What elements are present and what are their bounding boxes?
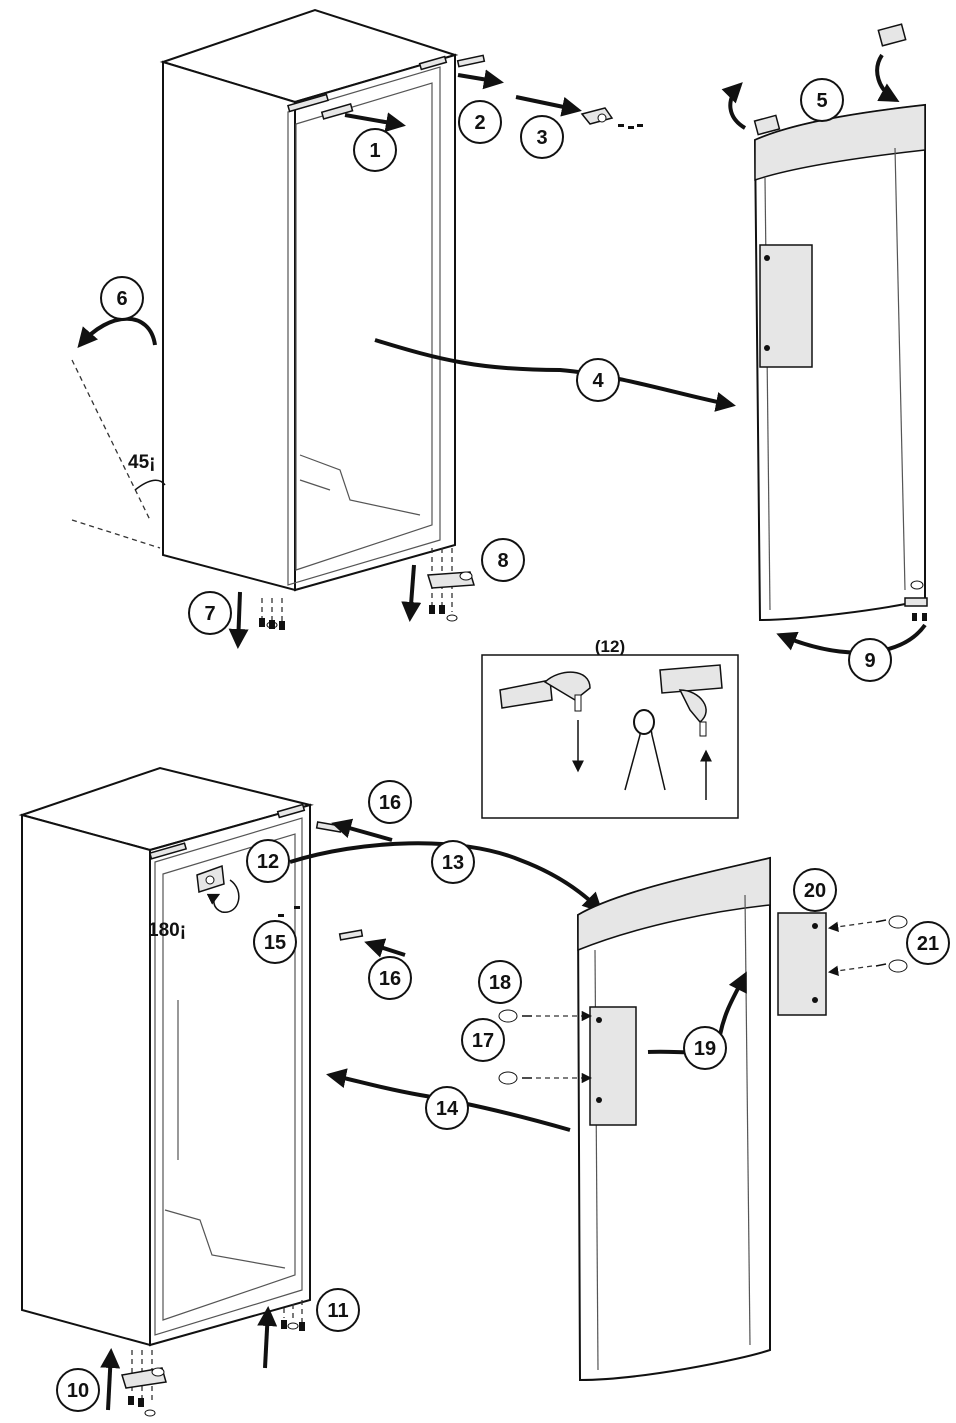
step-9-label: 9 xyxy=(864,650,875,672)
step-17-marker xyxy=(461,1018,505,1062)
step-5-marker xyxy=(800,78,844,122)
step-12-label: 12 xyxy=(257,851,279,873)
step-19-marker xyxy=(683,1026,727,1070)
rotate-arrow xyxy=(206,879,240,913)
step-11-arrow xyxy=(257,1306,278,1369)
top-door xyxy=(753,103,928,622)
step-4-label: 4 xyxy=(592,370,604,392)
step-6-label: 6 xyxy=(116,288,127,310)
step-7-label: 7 xyxy=(204,603,215,625)
step-3-marker xyxy=(520,115,564,159)
tilt-angle-label: 45¡ xyxy=(128,452,155,473)
step-5-arrow-left xyxy=(721,82,747,130)
step-16-mid-marker xyxy=(368,956,412,1000)
door-handle xyxy=(777,912,827,1016)
step-2-arrow xyxy=(457,69,504,90)
step-14-marker xyxy=(425,1086,469,1130)
step-13-label: 13 xyxy=(442,852,464,874)
step-11-label: 11 xyxy=(327,1300,348,1322)
step-15-label: 15 xyxy=(264,932,286,954)
hinge-before xyxy=(499,671,591,773)
step-20-marker xyxy=(793,868,837,912)
bottom-door xyxy=(576,856,771,1382)
step-21-marker xyxy=(906,921,950,965)
step-8-marker xyxy=(481,538,525,582)
relocated-hinge xyxy=(196,864,225,893)
step-16-top-label: 16 xyxy=(379,792,401,814)
pliers-icon xyxy=(624,709,666,791)
bottom-hinge-part xyxy=(427,548,475,622)
step-12-inset-label: (12) xyxy=(595,637,625,656)
step-8-label: 8 xyxy=(497,550,508,572)
step-2-marker xyxy=(458,100,502,144)
step-11-marker xyxy=(316,1288,360,1332)
step-1-arrow xyxy=(344,112,406,133)
step-8-arrow xyxy=(401,564,422,622)
step-13-marker xyxy=(431,840,475,884)
hinge-after xyxy=(659,664,723,800)
step-15-marker xyxy=(253,920,297,964)
bottom-left-screws xyxy=(259,598,285,630)
rotate-angle-label: 180¡ xyxy=(148,920,186,941)
step-9-marker xyxy=(848,638,892,682)
step-17-label: 17 xyxy=(472,1030,494,1052)
step-1-marker xyxy=(353,128,397,172)
step-12-marker xyxy=(246,839,290,883)
step-10-marker xyxy=(56,1368,100,1412)
step-16-top-marker xyxy=(368,780,412,824)
step-18-label: 18 xyxy=(489,972,511,994)
step-2-label: 2 xyxy=(474,112,485,134)
handle-screws xyxy=(498,1009,593,1085)
bottom-right-screws xyxy=(281,1300,305,1331)
step-10-arrow xyxy=(100,1348,121,1411)
step-3-arrow xyxy=(515,95,582,117)
step-6-marker xyxy=(100,276,144,320)
top-cabinet xyxy=(159,8,459,592)
bottom-left-hinge-parts xyxy=(121,1350,167,1417)
step-4-marker xyxy=(576,358,620,402)
step-14-arrow xyxy=(326,1068,571,1132)
step-21-label: 21 xyxy=(917,933,939,955)
handle-caps xyxy=(827,915,908,976)
step-4-arrow xyxy=(374,338,736,412)
step-5-label: 5 xyxy=(816,90,827,112)
step-6-arrow xyxy=(77,316,157,349)
step-13-arrow xyxy=(289,841,603,913)
step-16-mid-label: 16 xyxy=(379,968,401,990)
step-5-arrow-right xyxy=(875,53,900,102)
step-14-label: 14 xyxy=(436,1098,459,1120)
step-20-label: 20 xyxy=(804,880,826,902)
step-3-label: 3 xyxy=(536,127,547,149)
step-19-label: 19 xyxy=(694,1038,716,1060)
step-18-marker xyxy=(478,960,522,1004)
step-16-mid-arrow xyxy=(364,938,406,958)
step-1-label: 1 xyxy=(369,140,380,162)
step-10-label: 10 xyxy=(67,1380,89,1402)
step-16-top-arrow xyxy=(331,818,393,842)
step-7-arrow xyxy=(228,591,249,649)
step-7-marker xyxy=(188,591,232,635)
top-hinge-part xyxy=(580,107,643,129)
